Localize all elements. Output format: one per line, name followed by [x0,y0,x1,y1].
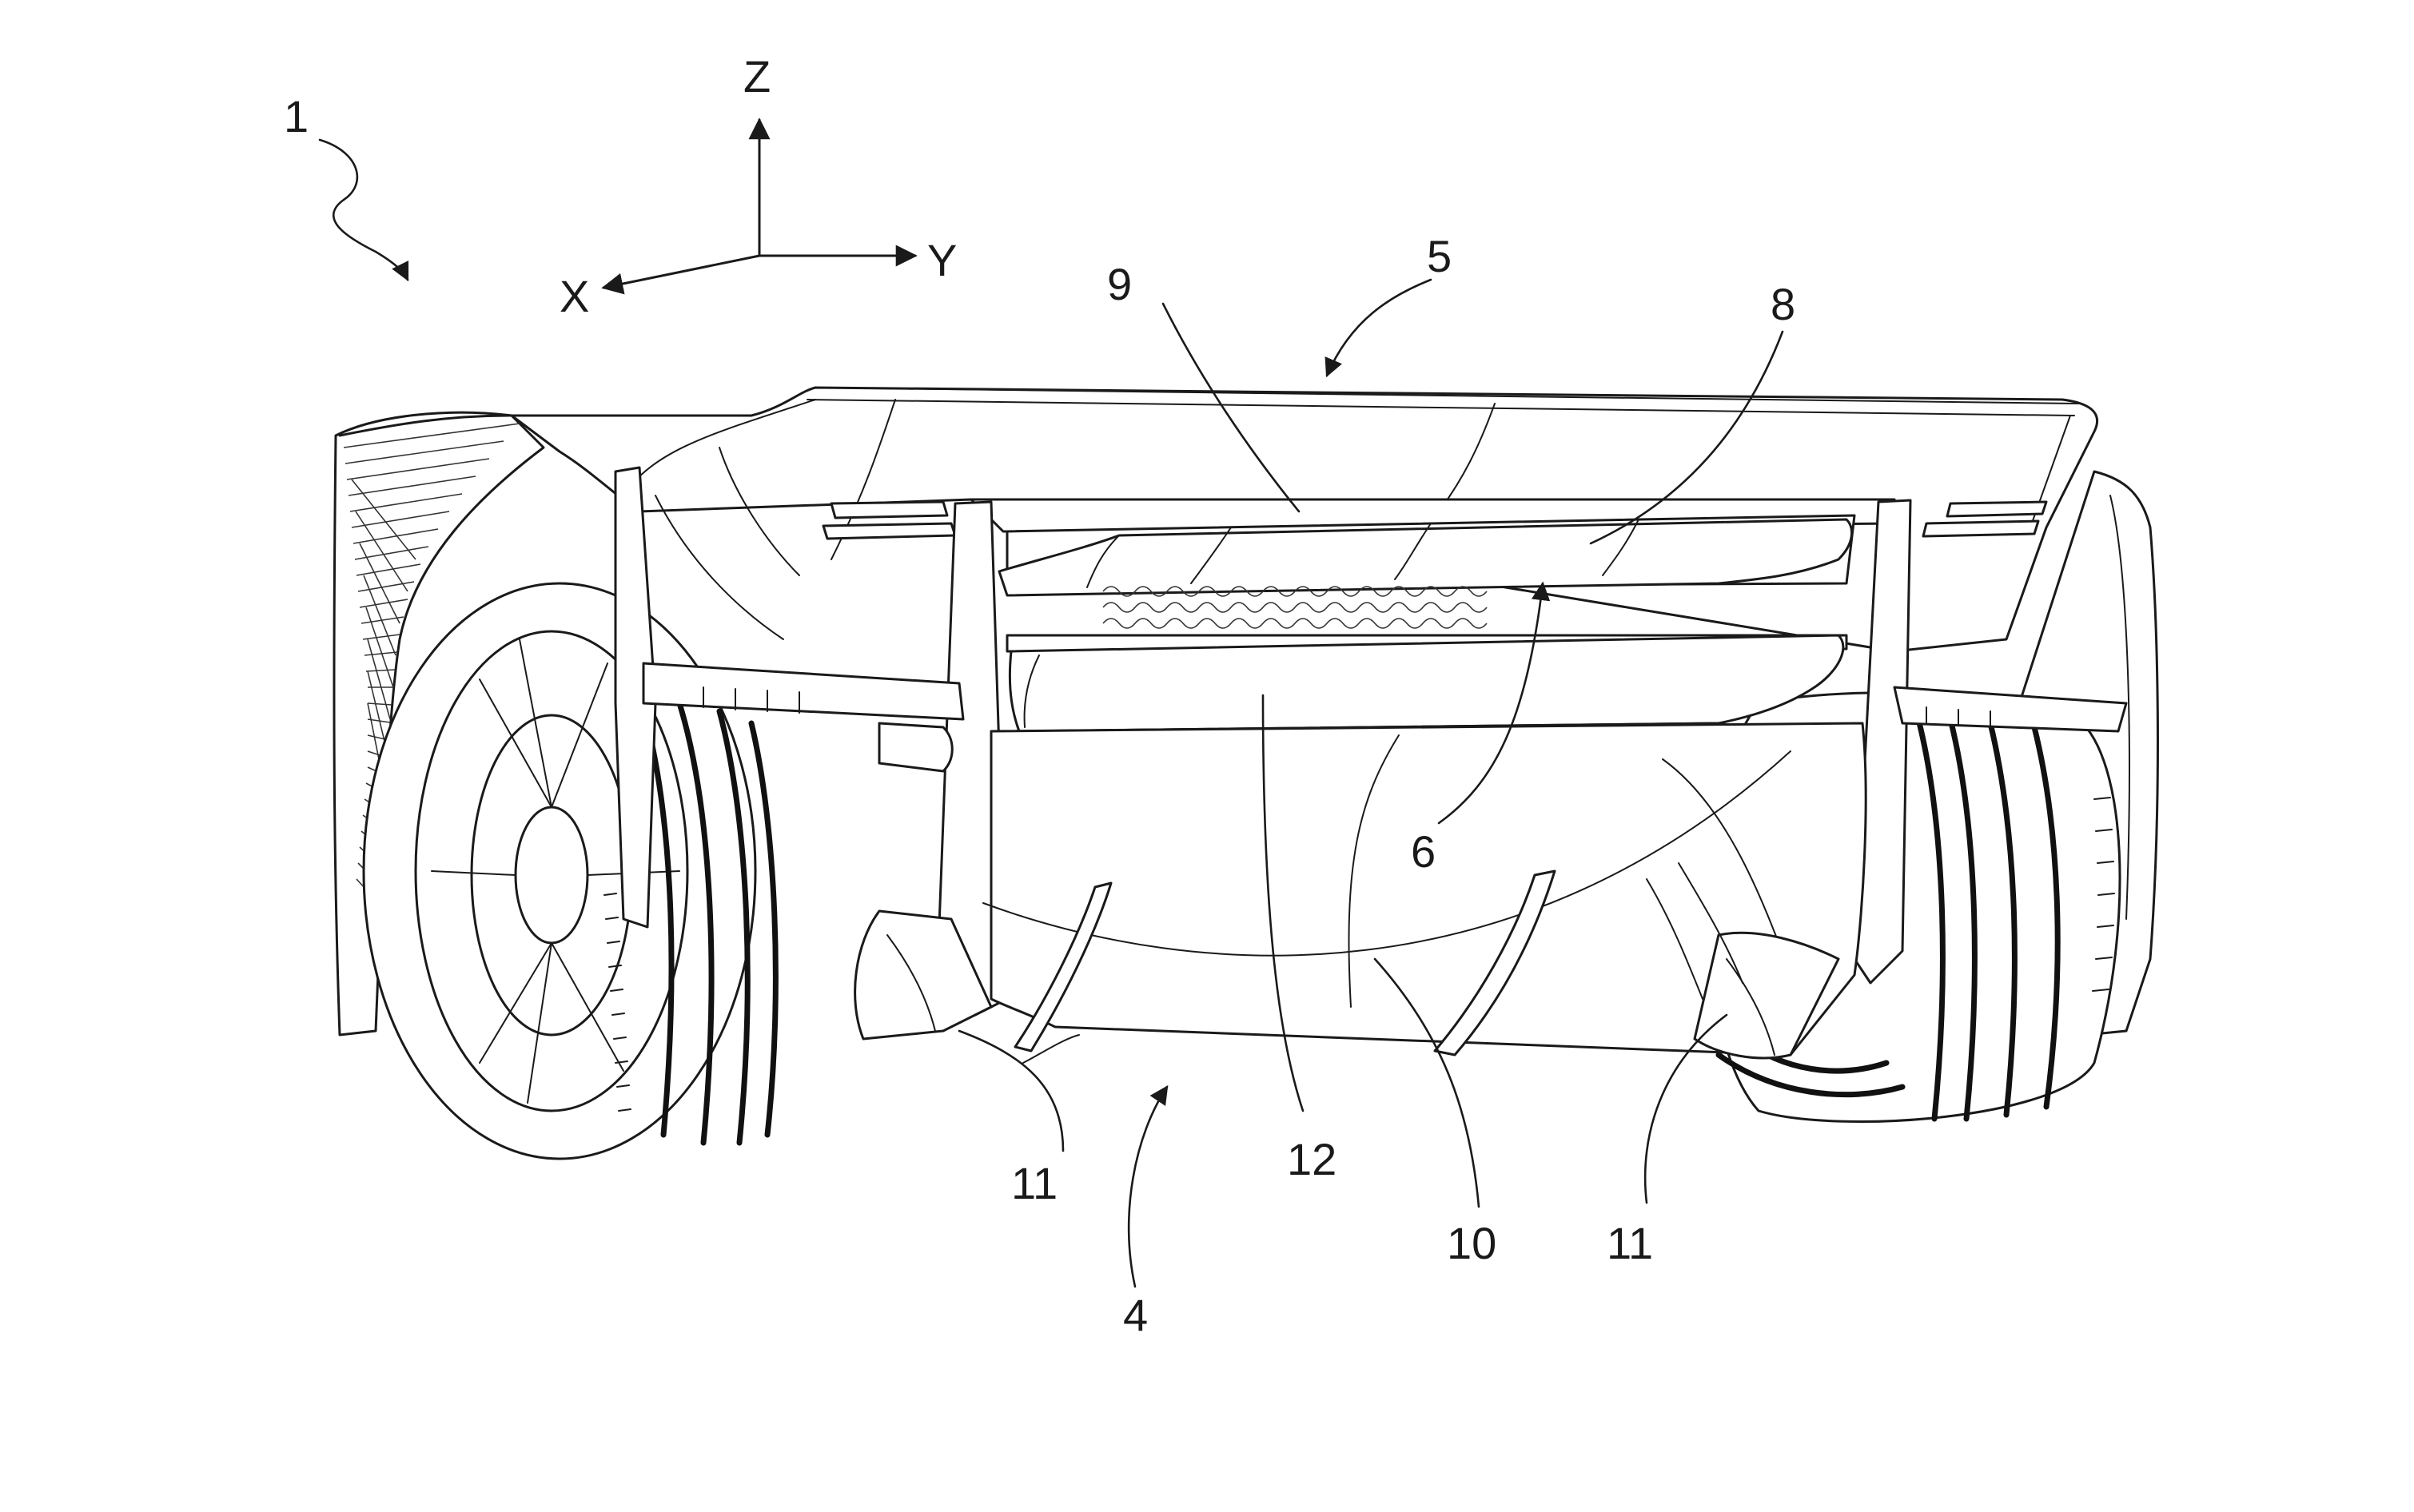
leader-lines [958,278,1784,1288]
z-axis-label: Z [743,51,771,101]
ref-1: 1 [284,91,309,141]
ref-12: 12 [1287,1134,1336,1184]
ref-9: 9 [1107,259,1132,309]
vehicle-rear-body [333,386,2159,1160]
right-tail-light [1922,500,2048,538]
diffuser-surface-10 [990,722,1867,1056]
x-axis-label: X [560,271,589,321]
lateral-channel-left [854,909,993,1040]
reference-1-leader [318,138,409,282]
left-sill-tube [878,722,954,773]
y-axis-label: Y [927,235,957,285]
left-fender-plate [614,466,657,929]
left-sill [642,662,965,721]
left-tail-light [822,500,957,540]
ref-11-left: 11 [1011,1158,1058,1208]
reference-numerals: 1 5 9 8 6 12 10 11 11 4 [284,91,1795,1340]
strake-left [1014,881,1113,1052]
rear-diffuser [642,498,2128,1064]
ref-11-right: 11 [1607,1218,1653,1268]
upper-flap-row [998,518,1854,597]
ref-6: 6 [1411,826,1436,877]
ref-5: 5 [1427,231,1452,281]
ref-10: 10 [1447,1218,1496,1268]
lower-flap-12 [1008,634,1845,733]
ref-4: 4 [1123,1290,1148,1340]
strake-center [1433,869,1556,1056]
ref-8: 8 [1771,279,1795,329]
axis-triad: Z Y X [560,51,957,321]
left-rear-wheel [362,582,779,1160]
right-sill [1893,686,2128,733]
x-axis-arrow [601,254,761,295]
mesh-grille [1102,586,1488,629]
